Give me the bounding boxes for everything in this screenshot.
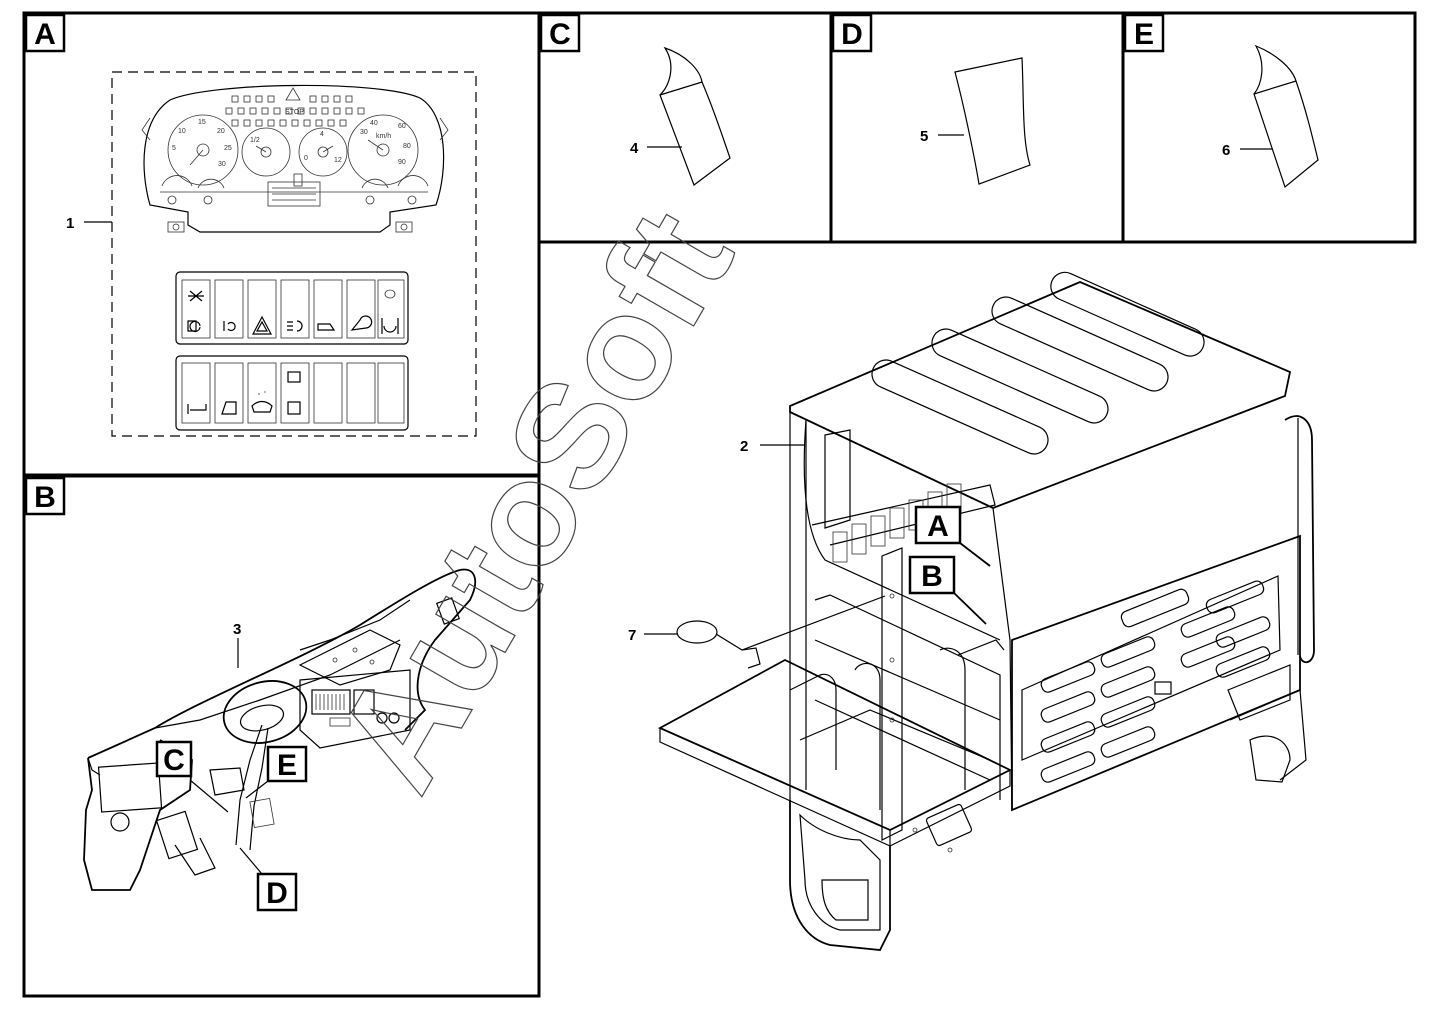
cab-tag-b: B — [908, 555, 987, 625]
panel-b-frame — [22, 474, 541, 998]
instrument-cluster-housing — [143, 84, 445, 233]
side-grille — [1040, 580, 1271, 783]
svg-text:20: 20 — [217, 128, 225, 135]
callout-6: 6 — [1222, 142, 1230, 159]
svg-text:80: 80 — [403, 143, 411, 150]
panel-a-frame — [22, 11, 541, 477]
callout-4: 4 — [630, 140, 639, 157]
panel-c-tag: C — [539, 13, 581, 53]
warning-lights: STOP — [225, 87, 365, 127]
svg-text:C: C — [549, 18, 571, 51]
callout-1: 1 — [66, 215, 74, 232]
callout-2: 2 — [740, 438, 748, 455]
svg-text:30: 30 — [360, 129, 368, 136]
mini-gauge-2 — [197, 178, 225, 189]
svg-text:30: 30 — [218, 161, 226, 168]
svg-text:A: A — [927, 510, 949, 543]
panel-e-tag: E — [1123, 13, 1165, 53]
switch-panel-lower — [175, 355, 409, 431]
svg-text:km/h: km/h — [376, 133, 391, 140]
dashboard-left-end — [83, 739, 193, 891]
decal-4 — [647, 46, 731, 186]
svg-text:90: 90 — [398, 159, 406, 166]
dash-top-panel — [298, 629, 401, 686]
gauge-speedometer: 40 30 60 80 km/h 90 — [347, 114, 419, 186]
gauge-oil-pressure: 4 0 12 — [298, 127, 348, 177]
dashboard-center-switches — [299, 669, 411, 749]
platform-bracket — [789, 800, 891, 951]
svg-text:A: A — [34, 18, 56, 51]
cab-roof — [789, 281, 1292, 509]
svg-text:5: 5 — [172, 145, 176, 152]
mini-gauge-3 — [361, 178, 389, 189]
dashboard-tag-d: D — [239, 847, 298, 912]
cluster-dashed-boundary — [111, 71, 477, 437]
dashboard-top-surface — [87, 568, 477, 759]
roof-rib-3 — [931, 328, 1109, 424]
svg-text:10: 10 — [178, 128, 186, 135]
cab-body — [657, 271, 1315, 951]
mirror-assembly — [676, 595, 886, 669]
steering-wheel — [222, 680, 308, 744]
panel-d-tag: D — [831, 13, 873, 53]
dashboard-tag-c: C — [155, 740, 229, 813]
roof-rib-2 — [991, 296, 1169, 392]
callout-5: 5 — [920, 128, 928, 145]
platform-railing — [789, 594, 1005, 810]
svg-text:C: C — [163, 744, 185, 777]
gauge-fuel-level: 1/2 — [241, 127, 291, 177]
callout-3: 3 — [233, 621, 241, 638]
cab-side-panel — [1011, 534, 1301, 812]
panel-a-tag: A — [24, 13, 66, 53]
panel-d-frame — [829, 11, 1125, 244]
svg-text:60: 60 — [398, 123, 406, 130]
svg-text:E: E — [1134, 18, 1154, 51]
dashboard-tag-e: E — [245, 745, 308, 799]
svg-text:D: D — [841, 18, 863, 51]
gauge-tachometer: 15 10 20 5 25 30 — [167, 114, 239, 186]
panel-c-frame — [537, 11, 833, 244]
grab-rail-right — [1284, 415, 1315, 664]
mini-gauge-4 — [397, 175, 429, 187]
support-pillar — [881, 547, 903, 841]
svg-text:B: B — [921, 560, 943, 593]
roof-rib-1 — [1050, 271, 1205, 357]
vent-right — [435, 597, 461, 625]
callout-7: 7 — [628, 627, 636, 644]
watermark: AutoSoft — [302, 184, 764, 816]
instrument-cluster-group: STOP 15 10 20 5 25 30 1/2 4 0 1 — [111, 71, 477, 437]
mini-gauge-1 — [161, 175, 193, 187]
svg-text:0: 0 — [304, 155, 308, 162]
svg-text:40: 40 — [370, 120, 378, 127]
svg-text:E: E — [277, 749, 297, 782]
svg-text:15: 15 — [198, 119, 206, 126]
switch-panel-upper — [175, 271, 409, 345]
svg-text:12: 12 — [334, 157, 342, 164]
cab-tag-a: A — [914, 505, 991, 567]
svg-text:STOP: STOP — [285, 109, 304, 116]
panel-e-frame — [1121, 11, 1417, 244]
decal-6 — [1240, 44, 1319, 189]
svg-text:4: 4 — [320, 131, 324, 138]
svg-text:1/2: 1/2 — [250, 137, 260, 144]
svg-text:B: B — [34, 481, 56, 514]
svg-text:25: 25 — [224, 145, 232, 152]
svg-text:D: D — [266, 877, 288, 910]
roof-rib-4 — [871, 359, 1049, 455]
decal-5 — [938, 57, 1031, 185]
panel-b-tag: B — [24, 476, 66, 516]
dashboard-drawing — [83, 568, 477, 891]
